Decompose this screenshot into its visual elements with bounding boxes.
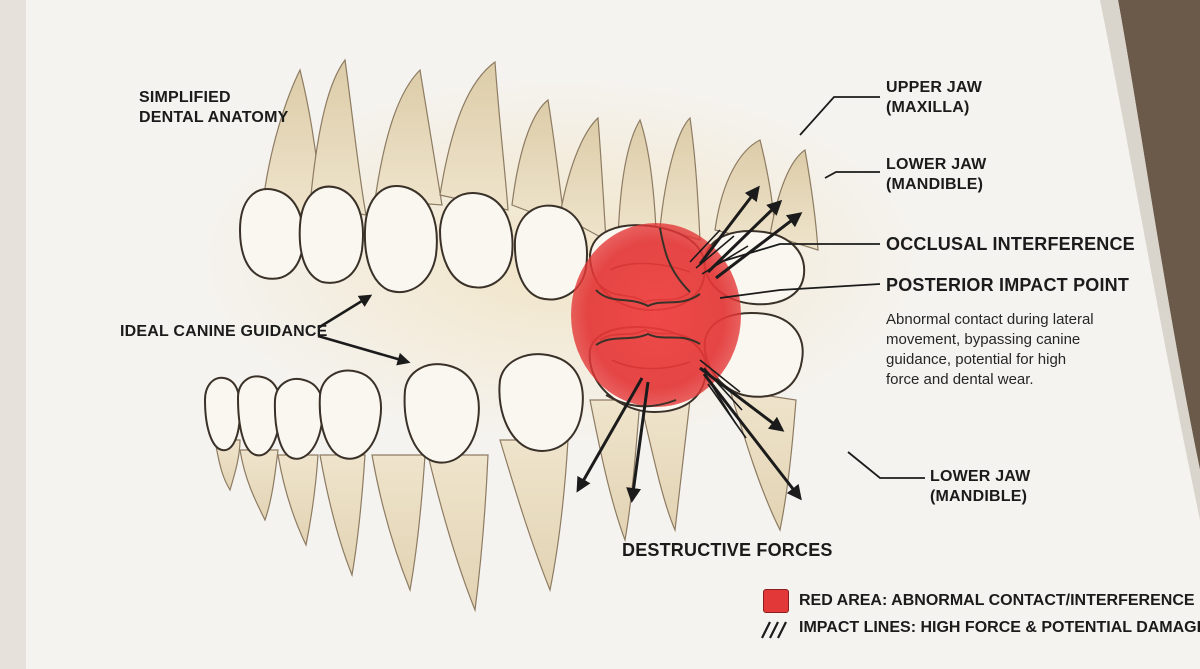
upward-impact-arrows [698,185,803,280]
label-occlusal-interference: OCCLUSAL INTERFERENCE [886,234,1135,254]
upper-incisor-2 [298,185,364,284]
leader-occlusal [719,243,880,263]
lower-lateral [318,369,382,460]
title-line-1: SIMPLIFIED [139,89,231,106]
upper-molar-root-right [659,116,701,241]
label-posterior-impact-point: POSTERIOR IMPACT POINT [886,275,1130,295]
lower-premolar-1 [498,353,584,452]
lower-impact-lines [699,359,747,439]
upper-roots [261,58,819,251]
legend-hatch-icon [761,621,787,639]
label-lower-jaw-bottom: LOWER JAW (MANDIBLE) [930,467,1030,507]
description-line-4: force and dental wear. [886,371,1034,388]
title-line-2: DENTAL ANATOMY [139,109,289,126]
contact-outlines [595,227,701,408]
lower-roots [214,389,797,613]
canine-guidance-arrows [317,294,411,366]
page-gutter [0,0,26,669]
impact-description: Abnormal contact during lateral movement… [886,310,1186,390]
upper-molar-root-left [617,118,657,241]
label-lower-jaw-top: LOWER JAW (MANDIBLE) [886,155,986,195]
lower-jaw-top-name: LOWER JAW [886,156,987,173]
red-swatch-icon [763,589,789,613]
label-ideal-canine-guidance: IDEAL CANINE GUIDANCE [120,323,328,340]
label-destructive-forces: DESTRUCTIVE FORCES [622,540,833,560]
legend-impact-lines: IMPACT LINES: HIGH FORCE & POTENTIAL DAM… [799,619,1200,637]
interference-area [571,223,741,407]
lower-canine [403,363,480,464]
leader-upper-jaw [799,96,880,136]
leader-lower-jaw-top [824,171,880,179]
lower-jaw-bottom-term: (MANDIBLE) [930,488,1028,505]
leader-lower-jaw-bottom [847,451,925,479]
description-line-1: Abnormal contact during lateral [886,311,1094,328]
upper-canine [363,185,438,293]
description-line-3: guidance, potential for high [886,351,1067,368]
label-upper-jaw: UPPER JAW (MAXILLA) [886,78,982,118]
upper-jaw-term: (MAXILLA) [886,99,970,116]
page-edge-shadow [1100,0,1200,520]
legend-red-area: RED AREA: ABNORMAL CONTACT/INTERFERENCE [763,589,1195,613]
legend-red-area-text: RED AREA: ABNORMAL CONTACT/INTERFERENCE [799,592,1195,609]
diagram-title: SIMPLIFIED DENTAL ANATOMY [139,88,288,128]
lower-incisor-2 [237,375,282,457]
legend-impact-lines-text: IMPACT LINES: HIGH FORCE & POTENTIAL DAM… [799,619,1200,636]
leader-posterior [719,283,881,299]
upper-jaw-name: UPPER JAW [886,79,983,96]
lower-jaw-bottom-name: LOWER JAW [930,468,1031,485]
description-line-2: movement, bypassing canine [886,331,1081,348]
leader-lines [719,96,925,479]
lower-jaw-top-term: (MANDIBLE) [886,176,984,193]
upper-incisor-1 [239,188,305,280]
upper-premolar-1 [439,192,514,289]
